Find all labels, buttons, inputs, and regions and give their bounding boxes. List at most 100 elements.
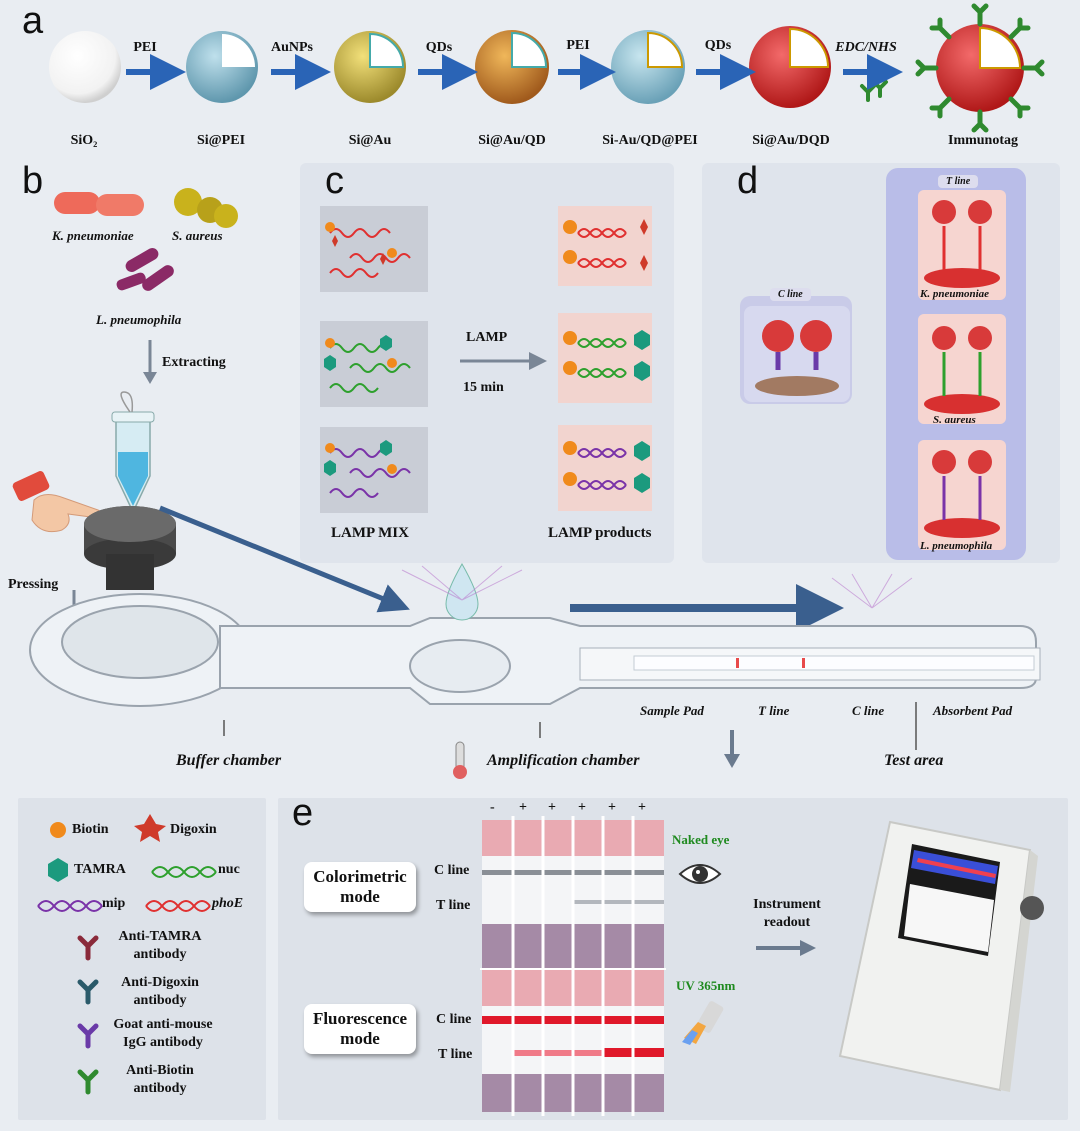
label-t-line-device: T line: [758, 703, 790, 718]
instrument-arrow: [756, 940, 816, 956]
si-au-qd-pei-sphere: [611, 30, 685, 104]
legend-anti-digoxin: Anti-Digoxin antibody: [121, 975, 199, 1008]
stage-label-immunotag: Immunotag: [947, 133, 1019, 148]
label-target-k-pneumoniae: K. pneumoniae: [920, 288, 990, 300]
sign-4: +: [578, 800, 586, 815]
extracting-arrow: [143, 340, 157, 384]
droplet-icon: [445, 562, 479, 621]
bacteria-illustration: [54, 188, 238, 291]
legend-panel: [18, 798, 266, 1120]
test-strips: [480, 816, 666, 1116]
fluorescence-mode-box: Fluorescence mode: [304, 1004, 416, 1054]
s-aureus-icon: [174, 188, 238, 228]
label-uv-365nm: UV 365nm: [676, 978, 736, 993]
panel-letter-d: d: [737, 160, 759, 202]
stage-label-si-pei: Si@PEI: [196, 133, 246, 148]
c-line-tag: C line: [770, 288, 811, 301]
label-amplification-chamber: Amplification chamber: [487, 752, 640, 769]
label-k-pneumoniae: K. pneumoniae: [52, 228, 134, 243]
eye-icon: [678, 864, 722, 884]
label-sample-pad: Sample Pad: [640, 703, 704, 718]
panel-letter-c: c: [325, 160, 344, 202]
stage-label-si-au-dqd: Si@Au/DQD: [752, 133, 830, 148]
stage-label-sio2: SiO₂: [70, 133, 98, 148]
legend-digoxin: Digoxin: [170, 822, 217, 837]
mix-box-nuc: [320, 321, 428, 407]
label-naked-eye: Naked eye: [672, 832, 730, 847]
hand-icon: [12, 471, 103, 533]
immunotag-sphere: [915, 3, 1045, 133]
legend-anti-biotin: Anti-Biotin antibody: [126, 1063, 194, 1096]
label-instrument-readout: Instrument readout: [753, 897, 821, 930]
label-buffer-chamber: Buffer chamber: [176, 752, 282, 769]
label-c-line-device: C line: [852, 703, 885, 718]
reader-screen: [898, 844, 1000, 956]
t-line-complexes: [924, 200, 1000, 538]
sio2-sphere: [49, 31, 121, 103]
legend-tamra: TAMRA: [74, 862, 126, 877]
sample-tube-and-press: [12, 391, 176, 590]
panel-letter-b: b: [22, 160, 44, 202]
tube-icon: [111, 391, 155, 514]
stage-label-si-au-qd: Si@Au/QD: [478, 133, 546, 148]
sign-1: -: [490, 800, 495, 815]
t-line-tag: T line: [938, 175, 979, 188]
sign-6: +: [638, 800, 646, 815]
sign-2: +: [519, 800, 527, 815]
label-t-line-colorimetric: T line: [436, 898, 471, 913]
arrow-label-edc-nhs: EDC/NHS: [835, 40, 897, 55]
microfluidic-device: [29, 505, 1041, 779]
press-knob-icon: [84, 506, 176, 590]
label-lamp: LAMP: [466, 330, 508, 345]
legend-nuc: nuc: [218, 862, 240, 877]
label-absorbent-pad: Absorbent Pad: [933, 703, 1013, 718]
panel-a-synthesis-diagram: [49, 3, 1045, 133]
anti-digoxin-antibody-icon: [77, 979, 99, 1005]
label-c-line-fluorescence: C line: [436, 1012, 472, 1027]
label-c-line-colorimetric: C line: [434, 863, 470, 878]
label-extracting: Extracting: [162, 355, 226, 370]
product-box-phoe: [558, 206, 652, 286]
l-pneumophila-icon: [116, 248, 174, 291]
uv-lamp-icon: [682, 1001, 724, 1045]
signs-row: - + + + + +: [482, 800, 662, 818]
stage-label-si-au: Si@Au: [348, 133, 392, 148]
reader-device-icon: [838, 820, 1044, 1092]
panel-letter-e: e: [292, 792, 314, 834]
arrow-label-qds: QDs: [425, 40, 453, 55]
si-au-dqd-sphere: [749, 26, 831, 108]
legend-phoe: phoE: [212, 896, 244, 911]
legend-biotin: Biotin: [72, 822, 109, 837]
mix-box-phoe: [320, 206, 428, 292]
k-pneumoniae-icon: [54, 192, 144, 216]
arrow-label-pei: PEI: [133, 40, 157, 55]
si-au-qd-sphere: [475, 30, 549, 104]
label-lamp-products: LAMP products: [548, 525, 652, 541]
product-box-mip: [558, 425, 652, 511]
thermometer-icon: [453, 741, 467, 779]
stage-label-si-au-qd-pei: Si-Au/QD@PEI: [602, 133, 698, 148]
goat-anti-mouse-antibody-icon: [77, 1023, 99, 1049]
biotin-icon: [50, 822, 66, 838]
legend-icons: [37, 814, 217, 1095]
arrow-label-aunps: AuNPs: [270, 40, 314, 55]
flow-arrow-1: [159, 505, 410, 613]
legend-goat-anti-mouse: Goat anti-mouse IgG antibody: [113, 1017, 213, 1050]
label-t-line-fluorescence: T line: [438, 1047, 473, 1062]
free-antibody-icon: [860, 80, 888, 102]
panel-d-immunoassay: [744, 190, 1006, 550]
arrow-label-qds-2: QDs: [704, 38, 732, 53]
label-lamp-mix: LAMP MIX: [331, 525, 409, 541]
label-target-s-aureus: S. aureus: [933, 414, 976, 426]
sign-3: +: [548, 800, 556, 815]
product-box-nuc: [558, 313, 652, 403]
c-line-complex: [755, 320, 839, 396]
label-pressing: Pressing: [8, 577, 59, 592]
label-target-l-pneumophila: L. pneumophila: [920, 540, 993, 552]
label-15-min: 15 min: [463, 380, 504, 395]
tamra-icon: [48, 858, 68, 882]
sign-5: +: [608, 800, 616, 815]
legend-anti-tamra: Anti-TAMRA antibody: [118, 929, 202, 962]
anti-tamra-antibody-icon: [77, 935, 99, 961]
lamp-reaction-diagram: [320, 206, 652, 513]
